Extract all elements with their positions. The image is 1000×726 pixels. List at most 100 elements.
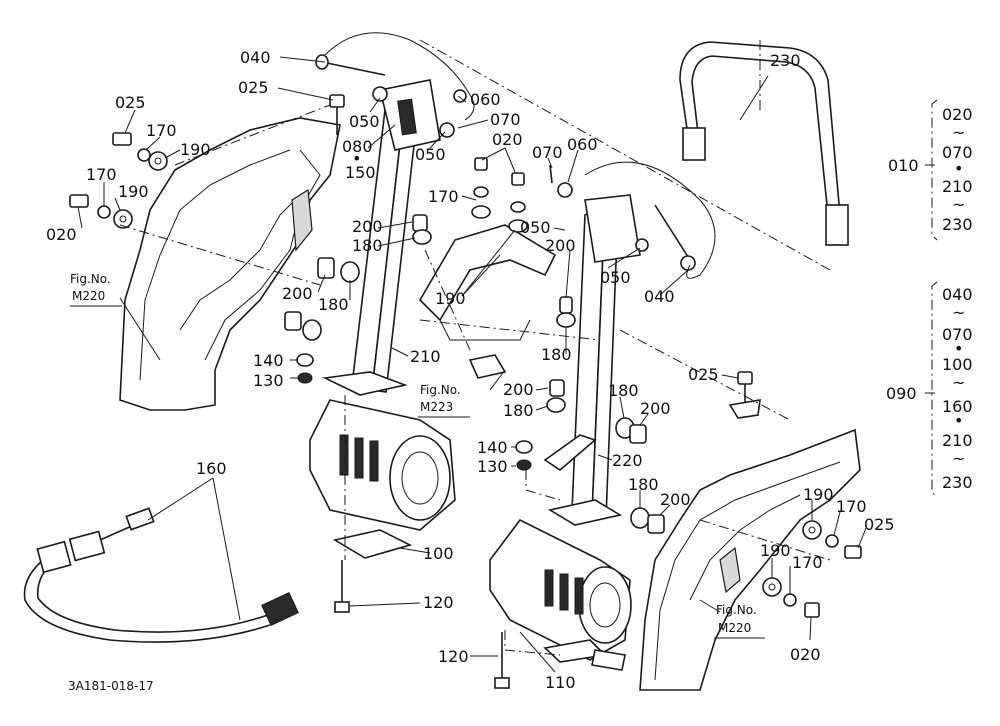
- fig-ref-m220-right: Fig.No. M220: [714, 603, 765, 639]
- callout-040-top: 040: [240, 48, 271, 67]
- callout-180-right-c: 180: [608, 381, 639, 400]
- callout-190-center: 190: [435, 289, 466, 308]
- fig-label-right: Fig.No.: [716, 603, 757, 617]
- callout-060-right: 060: [567, 135, 598, 154]
- callout-050-mid: 050: [415, 145, 446, 164]
- callout-180-left-b: 180: [318, 295, 349, 314]
- fig-ref-m220-left: Fig.No. M220: [70, 272, 122, 307]
- seat-belt: [23, 507, 299, 643]
- callout-200-right-d: 200: [660, 490, 691, 509]
- callout-180-left-a: 180: [352, 236, 383, 255]
- callout-190-left-top: 190: [180, 140, 211, 159]
- right-fender: [639, 428, 861, 691]
- group-090-item-8: 210: [942, 431, 973, 450]
- callout-050-right-top: 050: [520, 218, 551, 237]
- left-post: [322, 79, 441, 396]
- callout-130-left: 130: [253, 371, 284, 390]
- group-090-item-1: ~: [952, 303, 965, 322]
- group-010-item-4: 210: [942, 177, 973, 196]
- left-fender: [119, 117, 341, 411]
- callout-025-top: 025: [238, 78, 269, 97]
- group-090-item-7: •: [954, 411, 963, 430]
- callout-170-center: 170: [428, 187, 459, 206]
- callout-190-right-a: 190: [803, 485, 834, 504]
- group-090-item-4: 100: [942, 355, 973, 374]
- group-090-item-10: 230: [942, 473, 973, 492]
- callout-180-right-d: 180: [628, 475, 659, 494]
- callout-070-left: 070: [490, 110, 521, 129]
- right-axle-housing: [489, 518, 632, 671]
- callout-dot-080: •: [352, 149, 361, 168]
- callout-020-left: 020: [46, 225, 77, 244]
- callout-190-right-b: 190: [760, 541, 791, 560]
- callout-labels: 040 025 050 080 • 150 050 060 070 025 17…: [46, 48, 895, 692]
- callout-200-right-a: 200: [545, 236, 576, 255]
- callout-200-left-b: 200: [282, 284, 313, 303]
- left-axle-housing: [309, 399, 456, 559]
- group-010-item-0: 020: [942, 105, 973, 124]
- callout-040-right: 040: [644, 287, 675, 306]
- callout-080: 080: [342, 137, 373, 156]
- right-post: [543, 194, 641, 526]
- callout-160: 160: [196, 459, 227, 478]
- callout-025-right-mid: 025: [688, 365, 719, 384]
- group-010-number: 010: [888, 156, 919, 175]
- group-090-item-2: 070: [942, 325, 973, 344]
- fig-code-m223: M223: [420, 400, 453, 414]
- group-090-item-3: •: [954, 339, 963, 358]
- callout-170-left-top: 170: [146, 121, 177, 140]
- assembly-group-090: 090 040 ~ 070 • 100 ~ 160 • 210 ~ 230: [886, 281, 973, 498]
- callout-170-right-b: 170: [792, 553, 823, 572]
- fig-ref-m223: Fig.No. M223: [418, 383, 470, 418]
- drawing-code: 3A181-018-17: [68, 679, 154, 693]
- callout-180-right-a: 180: [541, 345, 572, 364]
- callout-020-right: 020: [790, 645, 821, 664]
- roll-bar-top: [679, 41, 849, 246]
- callout-120-left: 120: [423, 593, 454, 612]
- callout-060-left: 060: [470, 90, 501, 109]
- fig-code-m220-right: M220: [718, 621, 751, 635]
- small-parts: [69, 32, 862, 618]
- callout-020-center: 020: [492, 130, 523, 149]
- group-010-item-2: 070: [942, 143, 973, 162]
- callout-170-left-low: 170: [86, 165, 117, 184]
- callout-180-right-b: 180: [503, 401, 534, 420]
- callout-190-left-low: 190: [118, 182, 149, 201]
- group-090-item-5: ~: [952, 373, 965, 392]
- group-090-item-0: 040: [942, 285, 973, 304]
- leader-lines: [77, 56, 935, 673]
- callout-150: 150: [345, 163, 376, 182]
- assembly-group-010: 010 020 ~ 070 • 210 ~ 230: [888, 99, 973, 241]
- bolts-120: [334, 560, 510, 689]
- group-010-item-6: 230: [942, 215, 973, 234]
- callout-200-right-b: 200: [503, 380, 534, 399]
- centre-lines: [119, 39, 831, 656]
- group-010-item-5: ~: [952, 195, 965, 214]
- group-010-item-1: ~: [952, 123, 965, 142]
- callout-210: 210: [410, 347, 441, 366]
- callout-230: 230: [770, 51, 801, 70]
- callout-140-left: 140: [253, 351, 284, 370]
- callout-025-left: 025: [115, 93, 146, 112]
- callout-050-left: 050: [349, 112, 380, 131]
- callout-070-right: 070: [532, 143, 563, 162]
- callout-170-right-a: 170: [836, 497, 867, 516]
- callout-050-right: 050: [600, 268, 631, 287]
- callout-200-right-c: 200: [640, 399, 671, 418]
- fig-code-m220-left: M220: [72, 289, 105, 303]
- callout-200-left-a: 200: [352, 217, 383, 236]
- callout-100: 100: [423, 544, 454, 563]
- group-090-item-6: 160: [942, 397, 973, 416]
- center-bracket: [418, 224, 557, 379]
- group-090-number: 090: [886, 384, 917, 403]
- callout-025-right: 025: [864, 515, 895, 534]
- group-010-item-3: •: [954, 159, 963, 178]
- callout-140-right: 140: [477, 438, 508, 457]
- callout-130-right: 130: [477, 457, 508, 476]
- fig-label-center: Fig.No.: [420, 383, 461, 397]
- callout-110: 110: [545, 673, 576, 692]
- callout-220: 220: [612, 451, 643, 470]
- fig-label-left: Fig.No.: [70, 272, 111, 286]
- group-090-item-9: ~: [952, 449, 965, 468]
